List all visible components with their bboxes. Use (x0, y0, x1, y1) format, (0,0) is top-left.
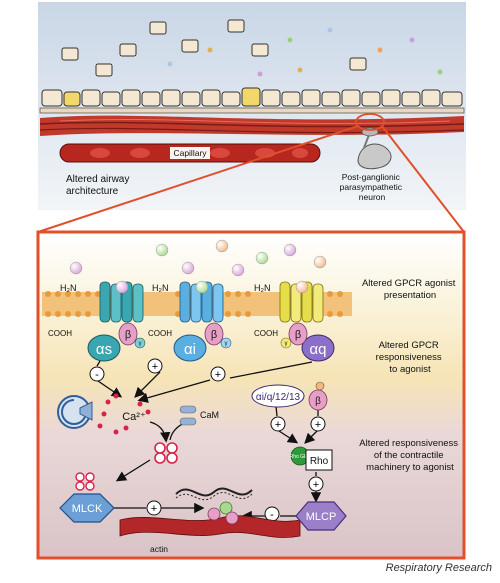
carboxyl-terminus-2: COOH (148, 329, 172, 338)
regulation-signs: - + + + + + + - (89, 358, 326, 522)
stage-label-agonist: Altered GPCR agonist presentation (362, 278, 458, 301)
amine-terminus-2: H₂N (152, 283, 169, 293)
svg-text:+: + (315, 419, 321, 431)
signaling-arrows (96, 360, 322, 522)
cell-signaling-panel: αs β γ H₂N COOH αi β γ H₂N COOH (36, 230, 466, 560)
rho-label: Rho (310, 456, 329, 467)
mlcp-label: MLCP (306, 511, 337, 523)
airway-particles (167, 27, 443, 77)
gpcr-receptor-gi: αi β γ H₂N COOH (148, 280, 232, 362)
alpha-i-label: αi (184, 341, 196, 358)
alpha-s-label: αs (96, 341, 112, 358)
gamma-label-3: γ (285, 341, 288, 347)
airway-section: Capillary Altered airway architecture Po… (37, 2, 466, 233)
plus-sign-rho: + (308, 476, 324, 492)
amine-terminus-3: H₂N (254, 283, 271, 293)
rhogef-label: Rho GEF (290, 454, 311, 460)
plus-sign-alpha12: + (270, 416, 286, 432)
actin-myosin: actin (119, 487, 301, 554)
calcium-label: Ca²⁺ (122, 411, 146, 423)
beta-label-1: β (125, 329, 131, 341)
shed-epithelial-cells (61, 19, 367, 77)
carboxyl-terminus-1: COOH (48, 329, 72, 338)
airway-smooth-muscle (39, 115, 465, 136)
actin-label: actin (150, 544, 168, 554)
amine-terminus-1: H₂N (60, 283, 77, 293)
calcium-ions (97, 393, 151, 435)
mlck-label: MLCK (72, 503, 103, 515)
svg-text:+: + (151, 503, 157, 515)
svg-text:-: - (95, 369, 99, 381)
calmodulin: CaM (179, 405, 219, 426)
airway-epithelium (41, 87, 463, 107)
beta-label-4: β (315, 396, 321, 407)
svg-text:+: + (152, 361, 158, 373)
calmodulin-label: CaM (200, 410, 219, 420)
gamma-label-2: γ (225, 341, 228, 347)
airway-architecture-label: Altered airway architecture (66, 174, 132, 197)
plus-sign-beta: + (310, 416, 326, 432)
svg-text:+: + (313, 479, 319, 491)
calcium-calmodulin-complex (154, 442, 178, 464)
gpcr-receptor-gq: αq β γ H₂N COOH (254, 280, 335, 362)
carboxyl-terminus-3: COOH (254, 329, 278, 338)
mlck-enzyme: MLCK (59, 472, 115, 523)
journal-credit: Respiratory Research (385, 562, 492, 574)
beta-label-2: β (211, 329, 217, 341)
gpcr-receptor-gs: αs β γ H₂N COOH (48, 280, 146, 362)
svg-text:+: + (215, 369, 221, 381)
plus-sign-mlck: + (146, 500, 162, 516)
minus-sign-gs: - (89, 366, 105, 382)
zoom-callout (37, 113, 465, 233)
mlcp-enzyme: MLCP (295, 501, 347, 531)
stage-label-responsiveness: Altered GPCR responsiveness to agonist (376, 340, 445, 375)
alpha-q-label: αq (309, 341, 326, 358)
svg-text:+: + (275, 419, 281, 431)
beta-label-3: β (295, 329, 301, 341)
capillary-label: Capillary (173, 148, 207, 158)
calcium-store (57, 395, 93, 429)
minus-sign-mlcp: - (264, 506, 280, 522)
alpha-12-13-label: αi/q/12/13 (256, 392, 301, 403)
plus-sign-gi: + (147, 358, 163, 374)
stage-label-contractile: Altered responsiveness of the contractil… (359, 438, 460, 473)
rho-pathway: αi/q/12/13 β Rho GEF Rho (251, 381, 333, 471)
gamma-label-1: γ (139, 341, 142, 347)
capillary-vessel: Capillary (59, 143, 321, 163)
gpcr-agonists (69, 239, 327, 277)
neuron-label: Post-ganglionic parasympathetic neuron (340, 172, 405, 202)
svg-text:-: - (270, 509, 274, 521)
plus-sign-gq: + (210, 366, 226, 382)
